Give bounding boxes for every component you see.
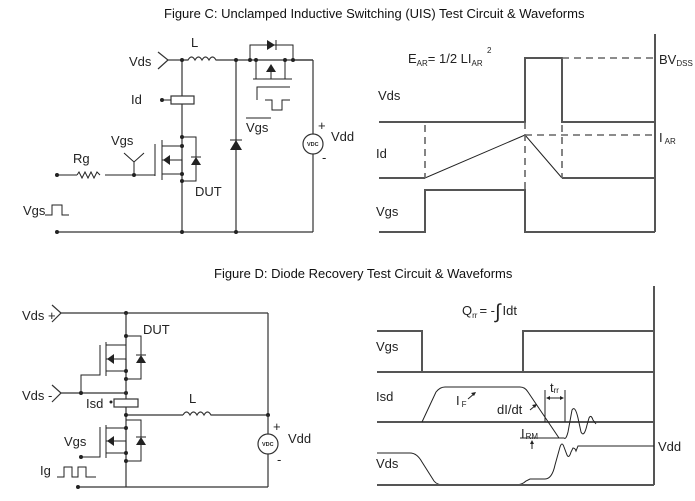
svg-text:-: - [277,452,281,467]
vds-waveform [379,57,655,123]
svg-text:VDC: VDC [262,442,274,448]
vgs-probe-icon [123,152,145,163]
diode-recovery-circuit: Vds + Vds - DUT Isd [22,304,311,489]
trr-label: trr [550,380,559,395]
didt-label: dI/dt [497,402,523,417]
vgs-d-label: Vgs [64,434,87,449]
vgs-probe-label: Vgs [111,133,134,148]
vds-d-wave-label: Vds [376,456,399,471]
id-waveform [379,134,563,179]
vds-terminal-icon [157,51,169,70]
figure-d-title: Figure D: Diode Recovery Test Circuit & … [214,266,513,281]
irm-label: IRM [521,426,538,441]
vdd-d-label: Vdd [288,431,311,446]
isd-wave-label: Isd [376,389,393,404]
vdc-source-icon [302,133,324,155]
vds-wave-label: Vds [378,88,401,103]
inductor-d-label: L [189,391,196,406]
vgs-bar-label: Vgs [246,120,269,135]
vgs-d-wave-label: Vgs [376,339,399,354]
isd-waveform [421,386,597,439]
qrr-formula: Qrr= -∫Idt [462,301,517,323]
figure-c-title: Figure C: Unclamped Inductive Switching … [164,6,585,21]
vds-minus-terminal-icon [51,384,62,403]
vgs-d-waveform [377,330,654,373]
uis-test-circuit: Vds L Vgs [23,35,354,234]
inductor-l-icon [182,56,236,62]
minus-sign: - [322,150,326,165]
id-wave-label: Id [376,146,387,161]
plus-sign: + [318,118,326,133]
vds-d-waveform [377,443,654,486]
svg-text:VDC: VDC [307,142,319,148]
isd-label: Isd [86,396,103,411]
inductor-label: L [191,35,198,50]
ear-formula: EAR= 1/2 LIAR [408,51,483,68]
rg-label: Rg [73,151,90,166]
id-label: Id [131,92,142,107]
pulse-icon [45,204,69,216]
vgs-source-label: Vgs [23,203,46,218]
isd-sense-icon [113,398,139,408]
vds-plus-label: Vds + [22,308,56,323]
svg-text:2: 2 [487,46,492,55]
vds-minus-label: Vds - [22,388,52,403]
dut-upper-mosfet-icon [80,334,146,393]
vgs-waveform [379,189,655,233]
lower-mosfet-icon [79,419,146,463]
bvdss-label: BVDSS [659,52,693,68]
clamp-switch-icon [248,40,295,111]
vdd-wave-label: Vdd [658,439,681,454]
vds-label: Vds [129,54,152,69]
resistor-rg-icon [76,170,101,180]
svg-text:+: + [273,419,281,434]
vgs-wave-label: Vgs [376,204,399,219]
vdd-label: Vdd [331,129,354,144]
dut-label-d: DUT [143,322,170,337]
freewheel-diode-icon [230,139,242,150]
ig-pulse-icon [57,466,96,478]
dut-label: DUT [195,184,222,199]
current-sense-icon [170,95,195,105]
inductor-d-icon [182,411,268,417]
dut-mosfet-icon [154,135,201,183]
vdc-source-d-icon [257,433,279,455]
ig-label: Ig [40,463,51,478]
